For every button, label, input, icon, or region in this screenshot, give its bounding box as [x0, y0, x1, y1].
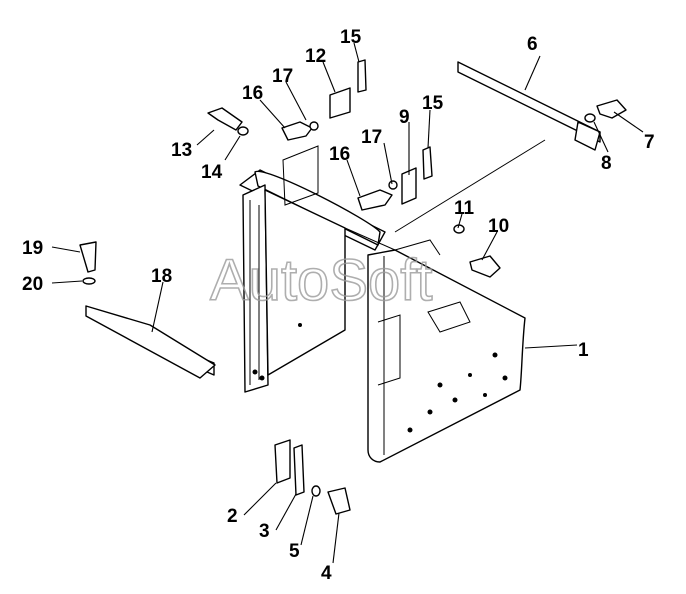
callout-9: 9: [399, 107, 410, 128]
callout-15a: 15: [340, 27, 362, 48]
callout-4: 4: [321, 563, 332, 584]
callout-10: 10: [488, 216, 509, 237]
callout-6: 6: [527, 34, 538, 55]
callout-16a: 16: [242, 83, 263, 104]
callout-1: 1: [578, 340, 589, 361]
callouts: 1 2 3 4 5 6 7 8 9 10 11 12 13 14 15 15 1…: [22, 27, 655, 584]
callout-7: 7: [644, 132, 655, 153]
callout-18: 18: [151, 266, 172, 287]
callout-2: 2: [227, 506, 238, 527]
callout-16b: 16: [329, 144, 350, 165]
frame-assembly: [239, 145, 396, 393]
part-6-top-bar: [394, 61, 601, 233]
callout-5: 5: [289, 541, 300, 562]
leader-lines: [51, 42, 644, 564]
part-1-side-panel: [367, 239, 526, 463]
brackets: [85, 59, 433, 496]
callout-12: 12: [305, 46, 326, 67]
callout-17a: 17: [272, 66, 293, 87]
callout-15b: 15: [422, 93, 444, 114]
callout-19: 19: [22, 238, 43, 259]
callout-3: 3: [259, 521, 270, 542]
watermark-text: AutoSoft: [210, 248, 432, 313]
callout-20: 20: [22, 274, 43, 295]
fasteners: [79, 99, 627, 515]
callout-14: 14: [201, 162, 223, 183]
callout-13: 13: [171, 140, 192, 161]
callout-17b: 17: [361, 127, 382, 148]
callout-11: 11: [454, 198, 475, 219]
callout-8: 8: [601, 153, 612, 174]
